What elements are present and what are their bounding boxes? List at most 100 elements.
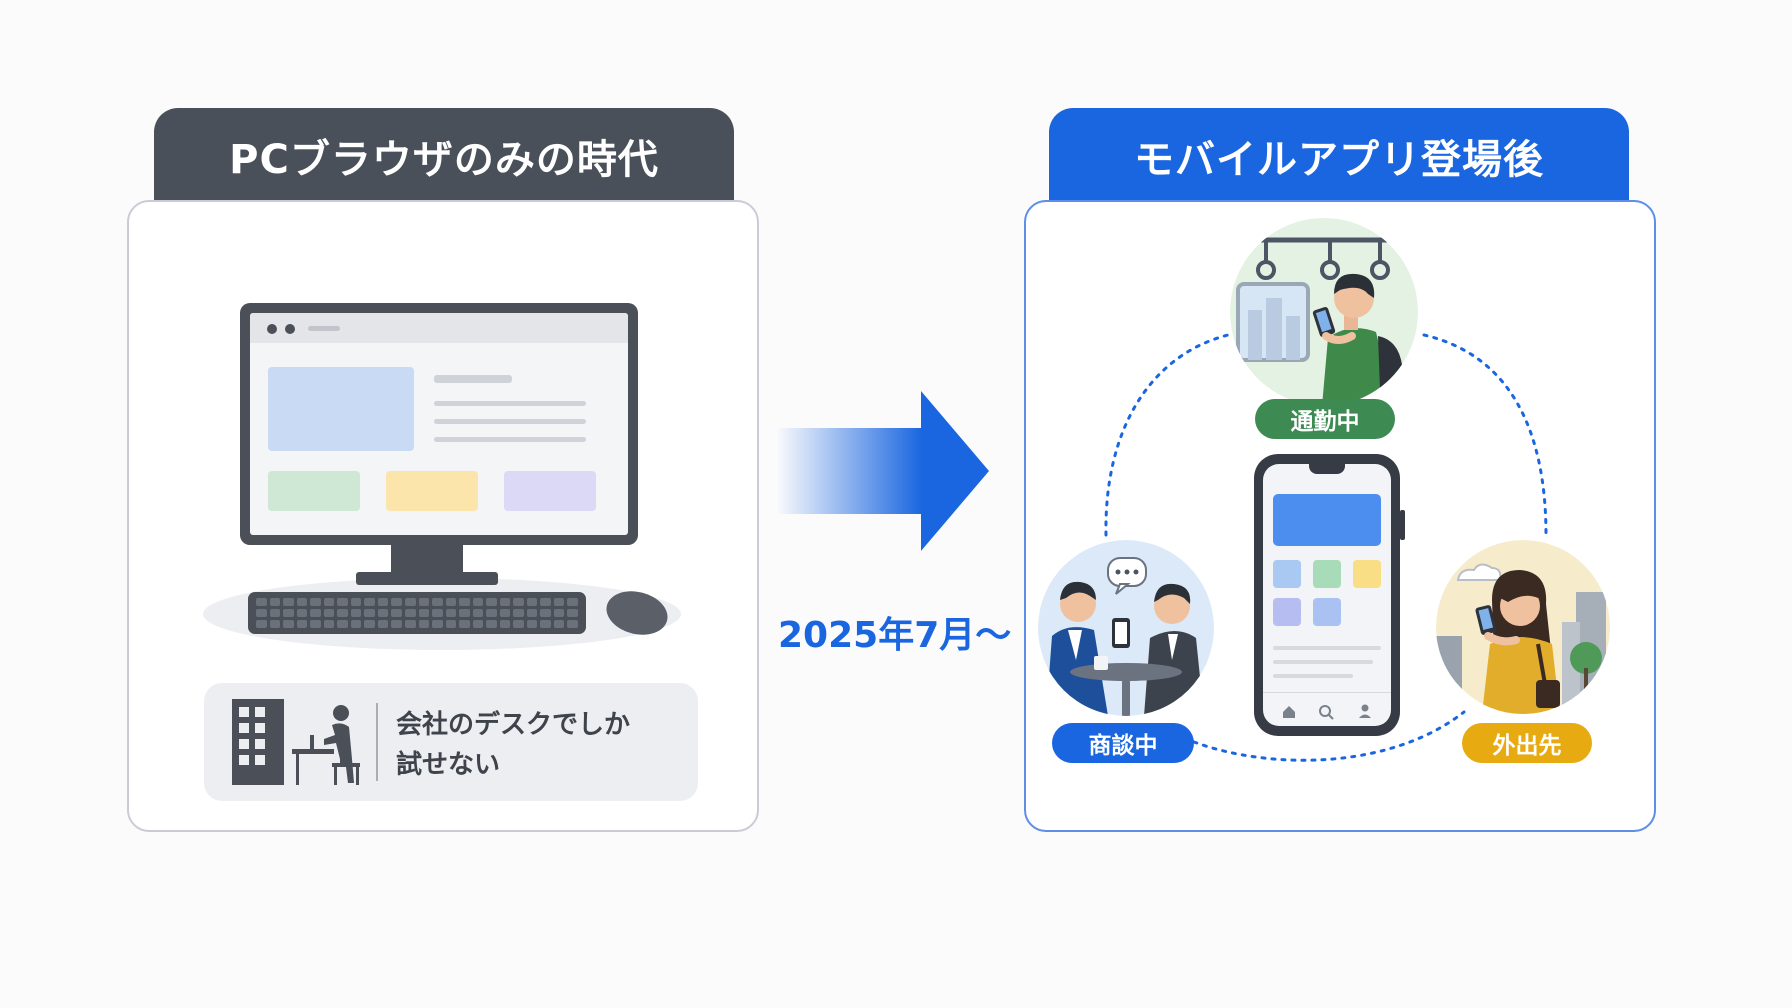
keyboard-key [337,598,348,606]
keyboard-key [283,620,294,628]
keyboard-key [310,620,321,628]
keyboard-key [269,609,281,617]
keyboard-key [526,609,538,617]
keyboard-key [553,609,565,617]
keyboard-key [445,609,457,617]
commuting-scene-illustration [1230,218,1418,406]
app-text-line [1273,646,1381,650]
scene-label-commuting: 通勤中 [1255,399,1395,439]
keyboard-key [350,609,362,617]
keyboard-key [337,620,348,628]
keyboard-key [472,609,484,617]
keyboard-key [499,609,511,617]
app-bottom-nav [1283,704,1371,720]
search-icon [1319,705,1331,717]
keyboard-key [377,620,389,628]
keyboard-key [567,598,578,606]
keyboard-key [526,620,538,628]
monitor-stand-base [356,572,498,585]
keyboard-key [350,620,362,628]
monitor-stand [391,545,463,573]
content-card-purple [504,471,596,511]
content-text-line [434,437,586,442]
transition-date-label: 2025年7月〜 [778,615,1012,656]
phone-side-button [1400,510,1405,540]
keyboard-key [337,609,348,617]
keyboard-key [296,609,308,617]
keyboard-icon [248,592,586,634]
app-nav-divider [1263,692,1391,693]
app-tile [1273,598,1301,626]
note-text: 会社のデスクでしか 試せない [396,705,686,785]
scene-label-outdoor: 外出先 [1462,723,1592,763]
left-panel-title: PCブラウザのみの時代 [154,108,734,203]
keyboard-key [499,620,511,628]
keyboard-key [459,609,470,617]
keyboard-key [445,598,457,606]
browser-toolbar [250,313,628,343]
keyboard-key [310,609,321,617]
keyboard-key [323,598,335,606]
app-screen [1263,464,1391,726]
right-panel-title: モバイルアプリ登場後 [1049,108,1629,203]
keyboard-key [364,609,375,617]
search-icon-handle [1328,714,1334,720]
keyboard-key [377,609,389,617]
keyboard-key [526,598,538,606]
keyboard-key [377,598,389,606]
keyboard-key [432,598,443,606]
keyboard-key [364,598,375,606]
keyboard-key [459,620,470,628]
content-text-line [434,419,586,424]
keyboard-key [513,598,524,606]
window-dot [267,324,277,334]
content-heading-line [434,375,512,383]
note-line-1: 会社のデスクでしか [396,710,631,740]
keyboard-key [445,620,457,628]
app-tile [1313,598,1341,626]
content-text-line [434,401,586,406]
content-image-block [268,367,414,451]
keyboard-key [486,609,497,617]
keyboard-key [283,598,294,606]
smartphone-icon [1254,454,1400,736]
keyboard-key [540,609,551,617]
desktop-monitor-icon [240,303,638,545]
keyboard-key [391,609,402,617]
note-line-2: 試せない [396,750,501,780]
content-card-yellow [386,471,478,511]
keyboard-key [269,620,281,628]
keyboard-key [553,620,565,628]
meeting-scene-illustration [1038,540,1214,716]
home-icon [1283,706,1295,718]
app-tile [1353,560,1381,588]
outdoor-scene-illustration [1436,540,1610,714]
keyboard-key [567,620,578,628]
app-tile [1313,560,1341,588]
content-card-green [268,471,360,511]
keyboard-key [256,620,267,628]
keyboard-key [310,598,321,606]
keyboard-key [256,609,267,617]
transition-arrow-shaft [776,428,922,514]
keyboard-key [472,598,484,606]
keyboard-key [296,620,308,628]
keyboard-key [540,598,551,606]
note-divider [376,703,378,781]
keyboard-key [256,598,267,606]
keyboard-key [391,620,402,628]
keyboard-key [432,609,443,617]
keyboard-key [567,609,578,617]
keyboard-key [323,620,335,628]
keyboard-key [418,620,430,628]
keyboard-key [553,598,565,606]
transition-arrow-icon [921,391,989,551]
browser-window [250,313,628,535]
window-dot [285,324,295,334]
keyboard-key [486,620,497,628]
profile-icon-body [1359,714,1371,718]
keyboard-key [283,609,294,617]
keyboard-key [404,620,416,628]
keyboard-key [364,620,375,628]
